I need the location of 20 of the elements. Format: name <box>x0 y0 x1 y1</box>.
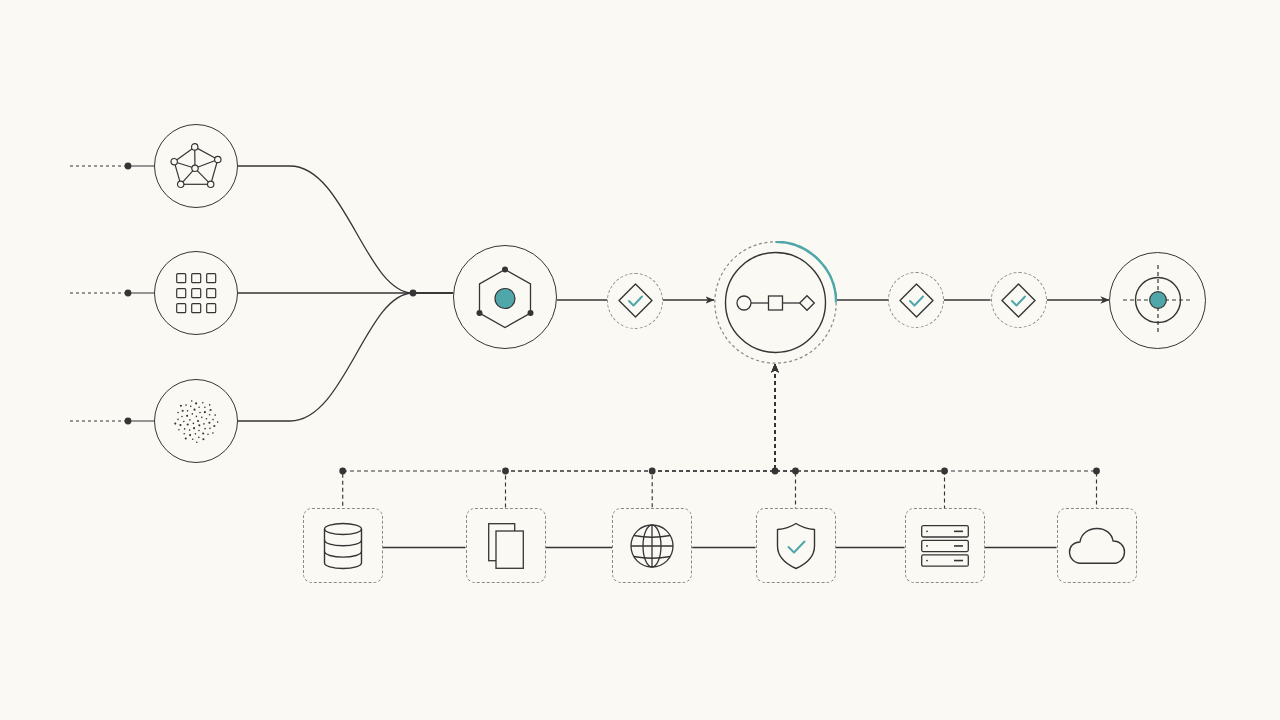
dashed-icon-tile <box>465 508 546 583</box>
dashed-icon-tile <box>904 508 985 583</box>
connector-line <box>983 546 1058 549</box>
arrow <box>662 296 715 304</box>
dashed-line <box>69 420 155 422</box>
connector-line <box>834 546 906 549</box>
dashed-line <box>69 165 155 167</box>
connector-line <box>544 546 613 549</box>
connector-line <box>691 546 757 549</box>
dashed-icon-tile <box>302 508 383 583</box>
connector-line <box>556 299 608 301</box>
connector-line <box>382 546 467 549</box>
dashed-line <box>69 292 155 294</box>
connector-line <box>943 299 992 301</box>
dashed-icon-tile <box>612 508 693 583</box>
connector-line <box>237 292 454 422</box>
dashed-icon-tile <box>1056 508 1137 583</box>
dashed-icon-tile <box>755 508 836 583</box>
arrow <box>1045 296 1110 304</box>
connector-line <box>836 299 889 301</box>
